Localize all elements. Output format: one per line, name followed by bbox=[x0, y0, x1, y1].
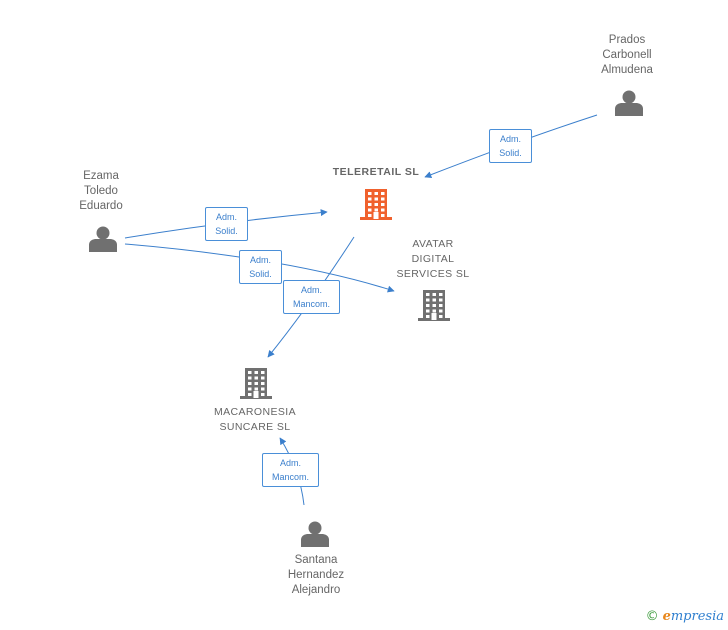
edge-label-ezama-avatar[interactable]: Adm. Solid. bbox=[239, 250, 282, 284]
building-icon-avatar[interactable] bbox=[418, 290, 450, 321]
building-icon-teleretail[interactable] bbox=[360, 189, 392, 220]
person-icon-prados[interactable] bbox=[615, 90, 643, 117]
edge-label-santana-macaronesia[interactable]: Adm. Mancom. bbox=[262, 453, 319, 487]
node-label-santana[interactable]: Santana Hernandez Alejandro bbox=[287, 554, 345, 596]
empresia-logo: ©empresia bbox=[646, 609, 724, 624]
edge-label-prados-teleretail[interactable]: Adm. Solid. bbox=[489, 129, 532, 163]
edge-label-teleretail-macaronesia[interactable]: Adm. Mancom. bbox=[283, 280, 340, 314]
node-label-macaronesia[interactable]: MACARONESIA SUNCARE SL bbox=[214, 406, 296, 433]
node-label-prados[interactable]: Prados Carbonell Almudena bbox=[601, 34, 653, 76]
node-label-teleretail[interactable]: TELERETAIL SL bbox=[332, 166, 420, 178]
person-icon-santana[interactable] bbox=[301, 521, 329, 548]
brand-name: mpresia bbox=[670, 609, 724, 624]
node-label-ezama[interactable]: Ezama Toledo Eduardo bbox=[79, 170, 123, 212]
brand-letter: e bbox=[662, 609, 671, 624]
building-icon-macaronesia[interactable] bbox=[240, 368, 272, 399]
edge-label-ezama-teleretail[interactable]: Adm. Solid. bbox=[205, 207, 248, 241]
person-icon-ezama[interactable] bbox=[89, 226, 117, 253]
node-label-avatar[interactable]: AVATAR DIGITAL SERVICES SL bbox=[396, 238, 470, 280]
copyright-symbol: © bbox=[645, 609, 659, 624]
